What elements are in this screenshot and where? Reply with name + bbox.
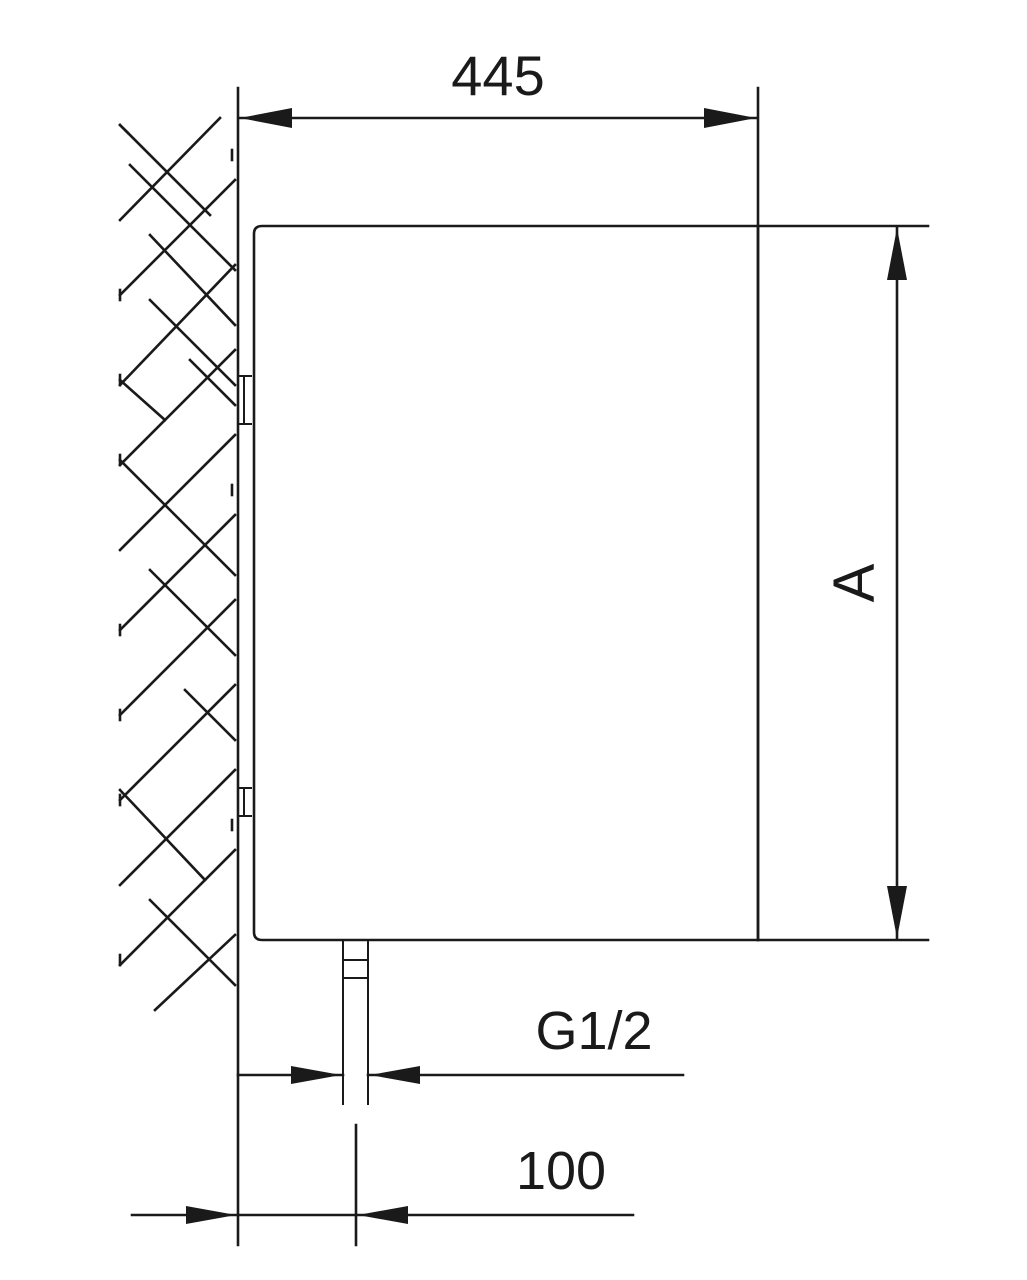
hatch-stroke (118, 513, 237, 632)
offset-dimension (130, 1206, 635, 1224)
pipe-connection (342, 940, 369, 1105)
wall-hatching (118, 116, 237, 1012)
hatch-stroke (118, 178, 237, 297)
offset-dimension-label: 100 (516, 1141, 606, 1201)
hatch-stroke (118, 683, 237, 802)
hatch-stroke (118, 378, 167, 422)
hatch-stroke (188, 358, 237, 407)
hatch-stroke (118, 768, 237, 887)
hatch-stroke (118, 788, 207, 882)
hatch-stroke (148, 298, 237, 387)
hatch-stroke (128, 163, 237, 272)
hatch-stroke (118, 348, 237, 467)
hatch-stroke (118, 123, 130, 135)
width-dimension (238, 108, 758, 128)
height-dimension (887, 226, 907, 940)
connection-dimension-label: G1/2 (535, 1001, 652, 1061)
upper-wall-bracket (238, 375, 252, 425)
connection-dimension (236, 1066, 685, 1084)
hatch-stroke (118, 263, 237, 387)
hatch-stroke (118, 116, 222, 222)
hatch-stroke (183, 688, 237, 742)
hatch-stroke (118, 598, 237, 717)
hatch-stroke (118, 433, 237, 552)
hatch-stroke (118, 123, 212, 217)
hatch-stroke (118, 458, 237, 577)
hatch-stroke (153, 933, 237, 1012)
lower-wall-bracket (238, 787, 252, 817)
width-dimension-label: 445 (451, 44, 544, 107)
hatch-stroke (118, 848, 237, 967)
height-dimension-label: A (822, 563, 887, 602)
boiler-body (252, 224, 760, 942)
hatch-stroke (148, 898, 237, 987)
